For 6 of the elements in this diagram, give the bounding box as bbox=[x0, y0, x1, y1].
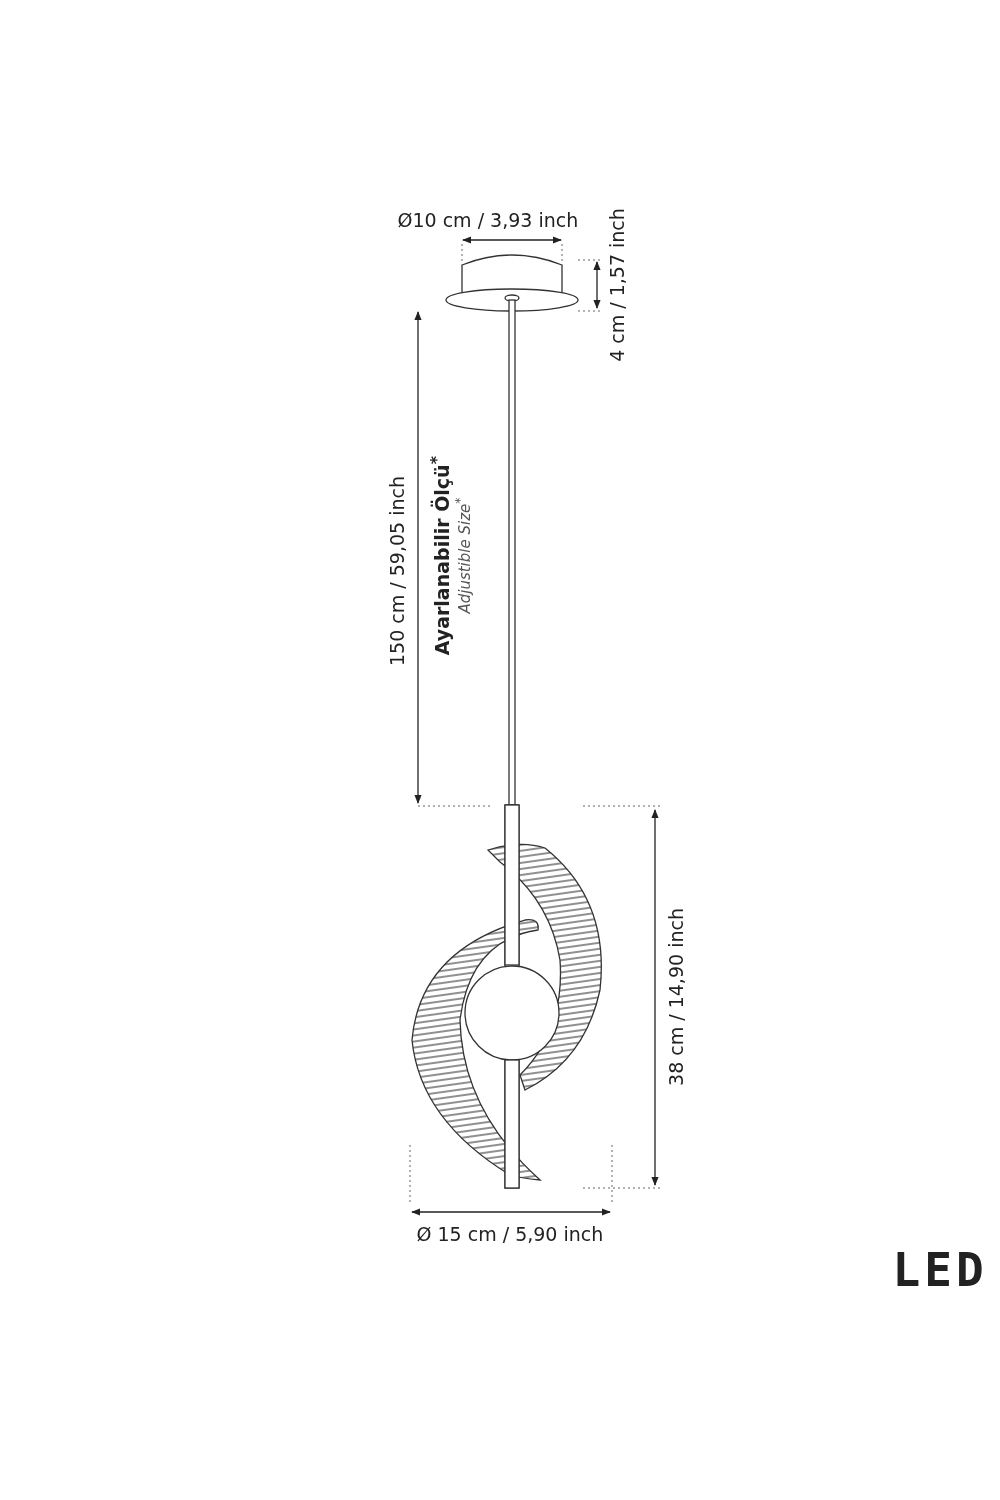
dimension-label: 38 cm / 14,90 inch bbox=[664, 908, 687, 1086]
dimension-label: 150 cm / 59,05 inch bbox=[386, 476, 408, 666]
led-label: LED bbox=[892, 1245, 988, 1295]
dimension-label: Ø10 cm / 3,93 inch bbox=[397, 209, 579, 231]
dimension-label: 4 cm / 1,57 inch bbox=[605, 208, 628, 362]
dimension-label: Ø 15 cm / 5,90 inch bbox=[416, 1223, 604, 1245]
